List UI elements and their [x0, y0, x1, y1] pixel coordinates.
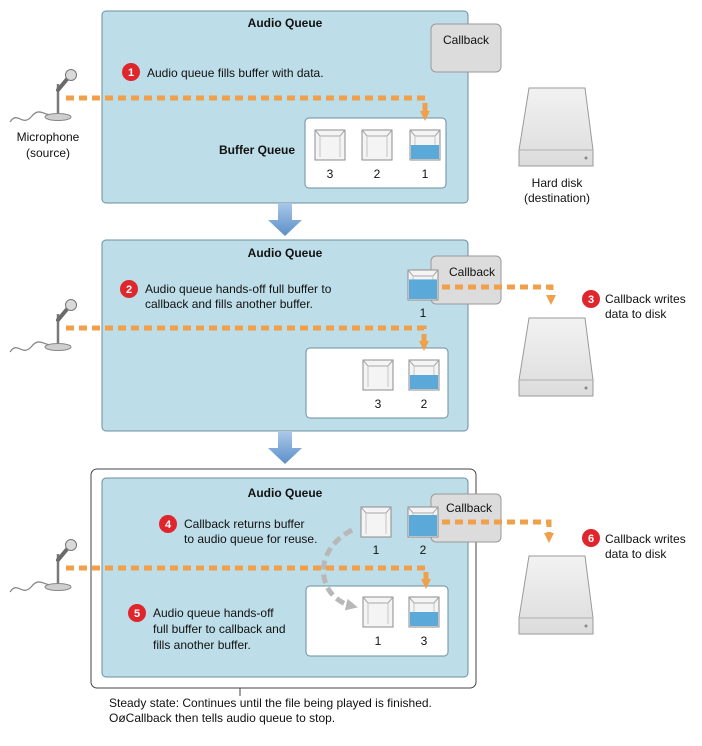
- svg-text:2: 2: [126, 284, 132, 296]
- buffer-icon: [362, 596, 394, 628]
- microphone-icon: [9, 539, 77, 593]
- write-flow-arrow: [442, 519, 554, 543]
- callback-box: [430, 23, 502, 73]
- step-3-text-line2: data to disk: [605, 307, 667, 321]
- data-flow-arrow: [66, 565, 431, 589]
- buffer-label: 3: [421, 634, 428, 648]
- step-badge-4: 4: [159, 515, 177, 533]
- step-4-text-line1: Callback returns buffer: [184, 517, 305, 531]
- microphone-icon: [9, 69, 77, 123]
- buffer-icon: [408, 596, 440, 628]
- buffer-queue-label: Buffer Queue: [219, 143, 295, 157]
- step-badge-5: 5: [128, 604, 146, 622]
- buffer-icon: [360, 506, 392, 538]
- buffer-fill: [411, 145, 439, 159]
- buffer-icon: [361, 129, 393, 161]
- step-6-text-line2: data to disk: [605, 547, 667, 561]
- svg-text:5: 5: [134, 608, 140, 620]
- step-badge-6: 6: [582, 529, 600, 547]
- callback-label: Callback: [443, 33, 490, 47]
- callback-label: Callback: [446, 501, 493, 515]
- buffer-label: 1: [420, 306, 427, 320]
- buffer-fill: [409, 279, 437, 299]
- buffer-icon: [314, 129, 346, 161]
- buffer-icon: [409, 129, 441, 161]
- down-arrow: [268, 203, 302, 236]
- hard-disk-icon: [518, 555, 594, 635]
- buffer-label: 2: [420, 543, 427, 557]
- step-4-text-line2: to audio queue for reuse.: [184, 532, 317, 546]
- hard-disk-icon: [518, 87, 594, 167]
- audio-queue-title: Audio Queue: [248, 246, 323, 260]
- step-5-text-line3: fills another buffer.: [153, 638, 251, 652]
- buffer-fill: [410, 375, 438, 389]
- buffer-label: 2: [374, 167, 381, 181]
- steady-state-text-line1: Steady state: Continues until the file b…: [109, 696, 432, 710]
- buffer-label: 2: [421, 397, 428, 411]
- return-buffer-arrow: [321, 527, 358, 611]
- microphone-label: Microphone: [17, 130, 80, 144]
- write-flow-arrow: [442, 284, 556, 305]
- step-2-text-line2: callback and fills another buffer.: [145, 297, 313, 311]
- down-arrow: [268, 432, 302, 464]
- callback-box: [430, 255, 502, 305]
- step-1-text: Audio queue fills buffer with data.: [147, 66, 324, 80]
- microphone-sublabel: (source): [26, 146, 70, 160]
- buffer-fill: [409, 515, 437, 536]
- step-badge-3: 3: [582, 290, 600, 308]
- svg-text:3: 3: [588, 294, 594, 306]
- svg-text:1: 1: [128, 67, 134, 79]
- buffer-label: 1: [373, 543, 380, 557]
- hard-disk-label: Hard disk: [532, 176, 584, 190]
- callback-label: Callback: [449, 265, 496, 279]
- buffer-label: 3: [375, 397, 382, 411]
- audio-queue-title: Audio Queue: [248, 486, 323, 500]
- step-2-text-line1: Audio queue hands-off full buffer to: [145, 282, 332, 296]
- panel-1: Audio Queue Callback 1 Audio queue fills…: [9, 10, 594, 205]
- buffer-label: 1: [375, 634, 382, 648]
- data-flow-arrow: [66, 95, 430, 121]
- buffer-icon: [407, 269, 439, 301]
- data-flow-arrow: [66, 325, 429, 351]
- svg-text:4: 4: [165, 519, 172, 531]
- hard-disk-sublabel: (destination): [524, 191, 590, 205]
- buffer-label: 1: [422, 167, 429, 181]
- step-5-text-line2: full buffer to callback and: [153, 622, 286, 636]
- step-badge-2: 2: [120, 280, 138, 298]
- step-3-text-line1: Callback writes: [605, 292, 686, 306]
- steady-state-text-line2: OøCallback then tells audio queue to sto…: [109, 711, 335, 725]
- panel-2: Audio Queue Callback 1 2 Audio queue han…: [9, 239, 686, 432]
- buffer-fill: [410, 612, 438, 626]
- step-6-text-line1: Callback writes: [605, 532, 686, 546]
- svg-text:6: 6: [588, 533, 594, 545]
- step-badge-1: 1: [122, 63, 140, 81]
- panel-3: Audio Queue Callback 1 2 4 Callback retu…: [9, 468, 686, 725]
- step-5-text-line1: Audio queue hands-off: [153, 606, 274, 620]
- buffer-icon: [362, 359, 394, 391]
- hard-disk-icon: [518, 317, 594, 397]
- audio-queue-title: Audio Queue: [248, 16, 323, 30]
- buffer-icon: [408, 359, 440, 391]
- buffer-icon: [407, 506, 439, 538]
- microphone-icon: [9, 299, 77, 353]
- buffer-label: 3: [327, 167, 334, 181]
